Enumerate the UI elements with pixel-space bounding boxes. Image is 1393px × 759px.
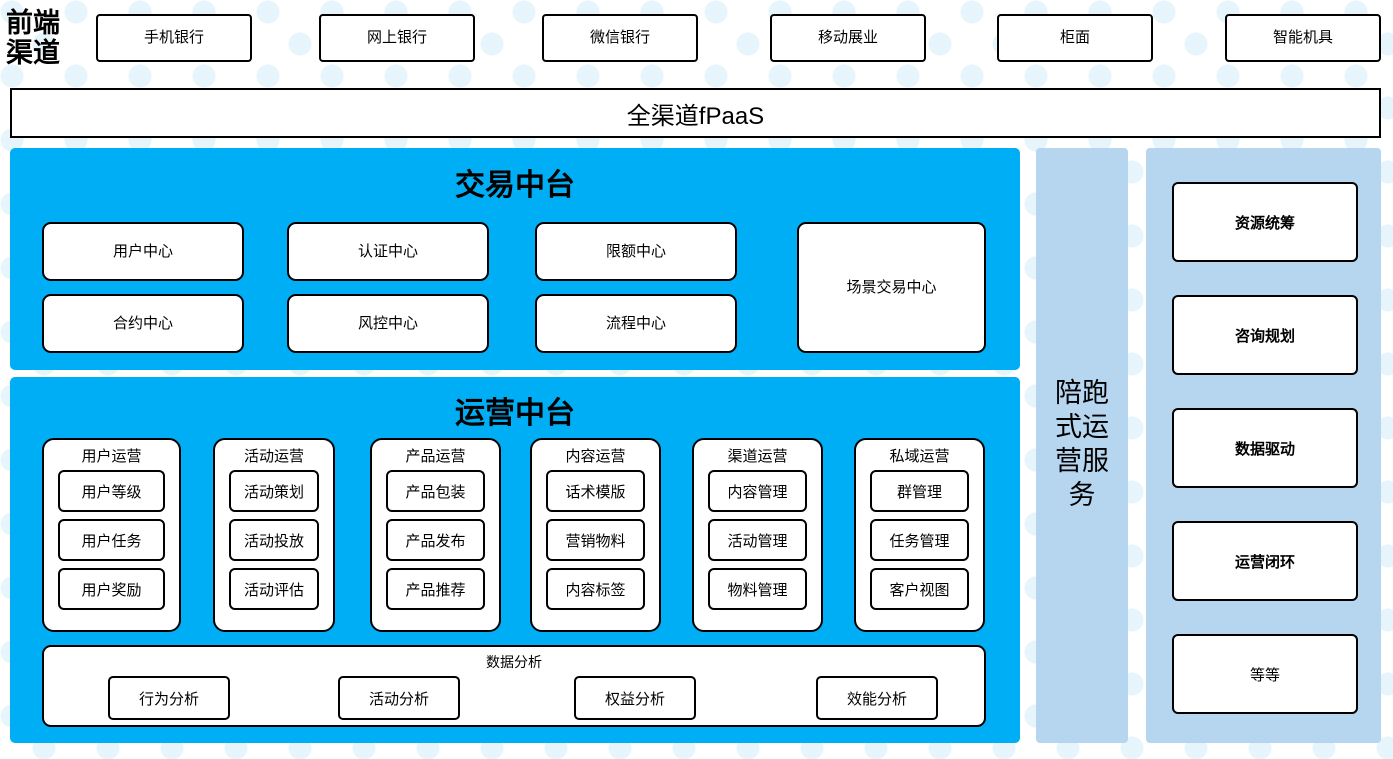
channel-box-wechat-bank[interactable]: 微信银行: [542, 14, 698, 62]
operation-item[interactable]: 任务管理: [870, 519, 969, 561]
operation-item[interactable]: 营销物料: [546, 519, 645, 561]
service-box-etc[interactable]: 等等: [1172, 634, 1358, 714]
transaction-box-auth-center[interactable]: 认证中心: [287, 222, 489, 281]
accompany-service-label: 陪跑 式运 营服 务: [1055, 378, 1109, 510]
operation-item[interactable]: 活动投放: [229, 519, 319, 561]
service-box-data-driven[interactable]: 数据驱动: [1172, 408, 1358, 488]
operation-item[interactable]: 用户任务: [58, 519, 165, 561]
operation-platform-title: 运营中台: [455, 397, 575, 430]
channel-box-mobile-bank[interactable]: 手机银行: [96, 14, 252, 62]
operation-item[interactable]: 活动评估: [229, 568, 319, 610]
operation-column-product: 产品运营 产品包装 产品发布 产品推荐: [370, 438, 501, 632]
operation-item[interactable]: 产品推荐: [386, 568, 485, 610]
transaction-platform-title: 交易中台: [455, 169, 575, 202]
channel-box-smart-machine[interactable]: 智能机具: [1225, 14, 1381, 62]
transaction-box-user-center[interactable]: 用户中心: [42, 222, 244, 281]
operation-item[interactable]: 用户等级: [58, 470, 165, 512]
operation-column-title: 内容运营: [565, 448, 626, 465]
transaction-box-risk-center[interactable]: 风控中心: [287, 294, 489, 353]
operation-item[interactable]: 内容标签: [546, 568, 645, 610]
operation-column-title: 用户运营: [81, 448, 142, 465]
transaction-box-process-center[interactable]: 流程中心: [535, 294, 737, 353]
data-analysis-panel: 数据分析 行为分析 活动分析 权益分析 效能分析: [42, 645, 986, 727]
service-box-consulting-planning[interactable]: 咨询规划: [1172, 295, 1358, 375]
accompany-service-panel: 陪跑 式运 营服 务: [1036, 148, 1128, 743]
channel-box-counter[interactable]: 柜面: [997, 14, 1153, 62]
operation-item[interactable]: 物料管理: [708, 568, 807, 610]
operation-column-content: 内容运营 话术模版 营销物料 内容标签: [530, 438, 661, 632]
operation-column-channel: 渠道运营 内容管理 活动管理 物料管理: [692, 438, 823, 632]
data-analysis-item[interactable]: 活动分析: [338, 676, 460, 720]
data-analysis-item[interactable]: 效能分析: [816, 676, 938, 720]
operation-item[interactable]: 内容管理: [708, 470, 807, 512]
operation-column-activity: 活动运营 活动策划 活动投放 活动评估: [213, 438, 335, 632]
fpaas-band: 全渠道fPaaS: [10, 88, 1381, 138]
operation-column-title: 渠道运营: [727, 448, 788, 465]
operation-column-title: 活动运营: [243, 448, 304, 465]
operation-item[interactable]: 客户视图: [870, 568, 969, 610]
channel-box-mobile-business[interactable]: 移动展业: [770, 14, 926, 62]
transaction-box-limit-center[interactable]: 限额中心: [535, 222, 737, 281]
operation-item[interactable]: 活动管理: [708, 519, 807, 561]
operation-item[interactable]: 用户奖励: [58, 568, 165, 610]
service-box-resource-coordination[interactable]: 资源统筹: [1172, 182, 1358, 262]
operation-item[interactable]: 活动策划: [229, 470, 319, 512]
data-analysis-item[interactable]: 权益分析: [574, 676, 696, 720]
operation-column-user: 用户运营 用户等级 用户任务 用户奖励: [42, 438, 181, 632]
operation-item[interactable]: 产品发布: [386, 519, 485, 561]
transaction-box-scenario-trade-center[interactable]: 场景交易中心: [797, 222, 986, 353]
front-channel-label: 前端 渠道: [6, 8, 60, 68]
operation-column-private-domain: 私域运营 群管理 任务管理 客户视图: [854, 438, 985, 632]
operation-item[interactable]: 话术模版: [546, 470, 645, 512]
channel-box-online-bank[interactable]: 网上银行: [319, 14, 475, 62]
operation-column-title: 私域运营: [889, 448, 950, 465]
data-analysis-item[interactable]: 行为分析: [108, 676, 230, 720]
data-analysis-title: 数据分析: [486, 654, 542, 670]
service-box-operation-closed-loop[interactable]: 运营闭环: [1172, 521, 1358, 601]
operation-column-title: 产品运营: [405, 448, 466, 465]
operation-item[interactable]: 群管理: [870, 470, 969, 512]
transaction-box-contract-center[interactable]: 合约中心: [42, 294, 244, 353]
operation-item[interactable]: 产品包装: [386, 470, 485, 512]
